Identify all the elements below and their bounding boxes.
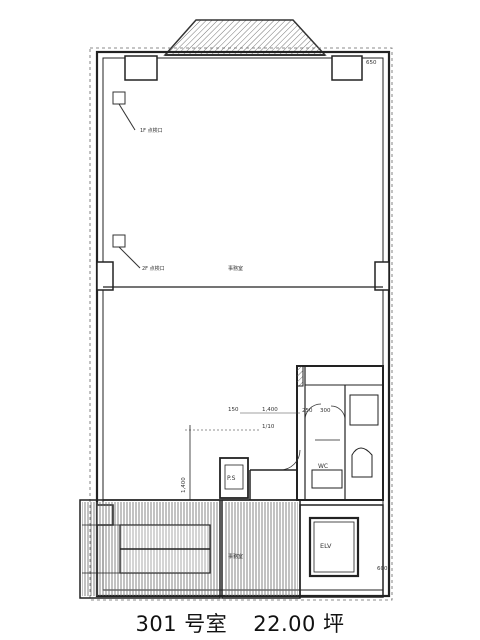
room-lower-label: 事務室 <box>228 553 243 560</box>
fixture-note-1: 1F 点検口 <box>140 127 163 134</box>
fixture-note-2: 2F 点検口 <box>142 265 165 272</box>
ps-label: P.S <box>227 475 236 482</box>
room-upper-label: 事務室 <box>228 265 243 272</box>
dim-110: 1/10 <box>262 424 275 430</box>
dim-1400: 1,400 <box>262 407 278 413</box>
plan-caption: 301 号室 22.00 坪 <box>0 608 480 638</box>
floor-plan: 1F 点検口 2F 点検口 事務室 WC P.S 150 1 <box>79 19 393 601</box>
dim-650: 650 <box>366 60 377 66</box>
dim-1400b: 1,400 <box>181 477 187 493</box>
room-number: 301 号室 <box>135 612 228 636</box>
elevator <box>299 504 384 598</box>
door-swings <box>279 403 346 471</box>
ps-shaft <box>219 457 249 499</box>
area-tsubo: 22.00 坪 <box>253 612 345 636</box>
columns <box>96 55 390 526</box>
elv-label: ELV <box>320 542 332 550</box>
staircase <box>79 499 221 599</box>
roof-parapet <box>163 19 327 56</box>
dim-150: 150 <box>228 407 239 413</box>
dimensions: 150 1,400 1/10 250 300 1,400 650 600 <box>181 60 388 572</box>
ceiling-fixtures <box>112 91 141 269</box>
middle-stair <box>221 499 301 599</box>
core-block <box>296 365 384 501</box>
dim-300: 300 <box>320 408 331 414</box>
wc-label: WC <box>318 463 328 470</box>
dim-250: 250 <box>302 408 313 414</box>
